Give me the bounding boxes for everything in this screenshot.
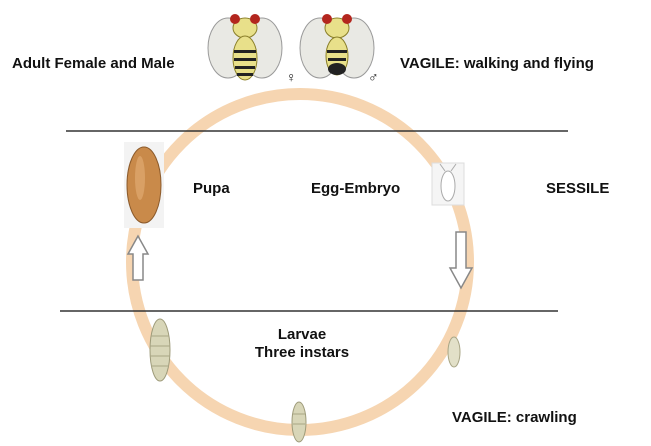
life-cycle-ring (132, 94, 468, 430)
egg-embryo-label: Egg-Embryo (311, 180, 400, 198)
pupa-icon (124, 142, 164, 228)
larva-large-icon (150, 319, 170, 381)
larva-small-icon (448, 337, 460, 367)
egg-icon (432, 163, 464, 205)
larvae-label: Larvae Three instars (237, 326, 367, 362)
pupa-label: Pupa (193, 180, 230, 198)
male-fly-icon (300, 14, 374, 78)
vagile-bottom-label: VAGILE: crawling (452, 409, 577, 427)
male-symbol: ♂ (368, 68, 379, 86)
larvae-label-line2: Three instars (237, 344, 367, 362)
larvae-label-line1: Larvae (237, 326, 367, 344)
female-fly-icon (208, 14, 282, 80)
adult-label: Adult Female and Male (12, 55, 175, 73)
female-symbol: ♀ (286, 68, 297, 86)
larva-medium-icon (292, 402, 306, 442)
sessile-label: SESSILE (546, 180, 609, 198)
vagile-top-label: VAGILE: walking and flying (400, 55, 594, 73)
